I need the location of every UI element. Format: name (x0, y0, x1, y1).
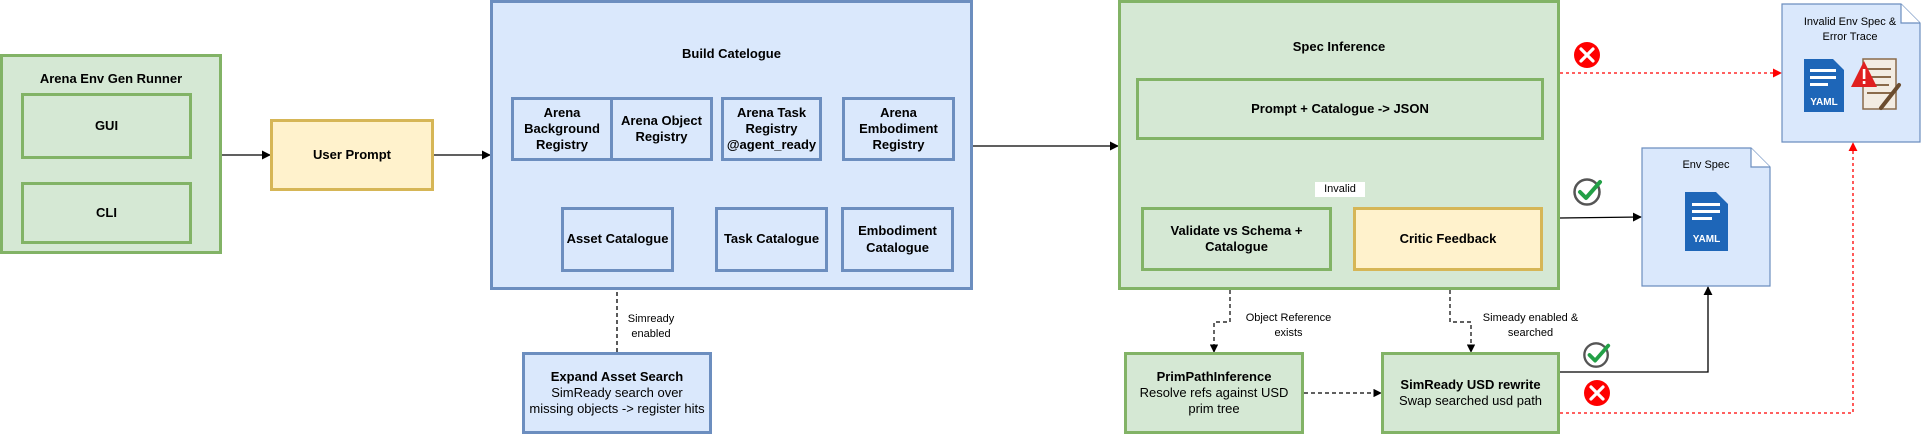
prim-node[interactable]: PrimPathInference Resolve refs against U… (1124, 352, 1304, 434)
expand-title: Expand Asset Search (550, 368, 684, 384)
emb-registry-node[interactable]: Arena Embodiment Registry (842, 97, 955, 161)
edge-label-object-ref: Object Reference exists (1236, 311, 1341, 341)
error-x-icon (1574, 42, 1600, 68)
edge-label-simready-searched: Simeady enabled & searched (1478, 311, 1583, 341)
obj-registry-node[interactable]: Arena Object Registry (610, 97, 713, 161)
task-registry-node[interactable]: Arena Task Registry @agent_ready (721, 97, 822, 161)
invalid-spec-yaml-badge: YAML (1810, 97, 1838, 108)
emb-catalogue-node[interactable]: Embodiment Catalogue (841, 207, 954, 272)
simready-node[interactable]: SimReady USD rewrite Swap searched usd p… (1381, 352, 1560, 434)
bg-registry-node[interactable]: Arena Background Registry (511, 97, 613, 161)
success-check-icon (1573, 178, 1602, 206)
prompt-json-node[interactable]: Prompt + Catalogue -> JSON (1136, 78, 1544, 140)
cli-node[interactable]: CLI (21, 182, 192, 244)
invalid-spec-document-icon (1781, 3, 1921, 143)
user-prompt-node[interactable]: User Prompt (270, 119, 434, 191)
prim-title: PrimPathInference (1156, 368, 1272, 384)
edge-label-invalid: Invalid (1315, 182, 1365, 197)
invalid-spec-title: Invalid Env Spec & Error Trace (1803, 16, 1897, 43)
catalogue-title: Build Catelogue (682, 46, 781, 61)
spec-container: Spec Inference (1118, 0, 1560, 290)
edge-label-simready: Simready enabled (622, 312, 680, 342)
prim-desc: Resolve refs against USD prim tree (1139, 384, 1289, 417)
validate-node[interactable]: Validate vs Schema + Catalogue (1141, 207, 1332, 271)
asset-catalogue-node[interactable]: Asset Catalogue (561, 207, 674, 272)
critic-node[interactable]: Critic Feedback (1353, 207, 1543, 271)
runner-title: Arena Env Gen Runner (39, 71, 183, 86)
success-check-icon-2 (1583, 342, 1611, 368)
simready-desc: Swap searched usd path (1398, 393, 1543, 408)
expand-asset-node[interactable]: Expand Asset Search SimReady search over… (522, 352, 712, 434)
task-catalogue-node[interactable]: Task Catalogue (715, 207, 828, 272)
gui-node[interactable]: GUI (21, 93, 192, 159)
env-spec-title: Env Spec (1682, 159, 1730, 171)
spec-title: Spec Inference (1292, 39, 1386, 54)
simready-title: SimReady USD rewrite (1400, 376, 1541, 392)
expand-desc: SimReady search over missing objects -> … (529, 384, 705, 417)
edge-spec-prim (1209, 290, 1231, 353)
edge-spec-simready (1449, 290, 1476, 353)
env-spec-yaml-badge: YAML (1692, 234, 1721, 245)
error-x-icon-2 (1584, 380, 1610, 406)
edge-spec-env (1559, 212, 1642, 222)
env-spec-document-icon (1641, 147, 1771, 287)
